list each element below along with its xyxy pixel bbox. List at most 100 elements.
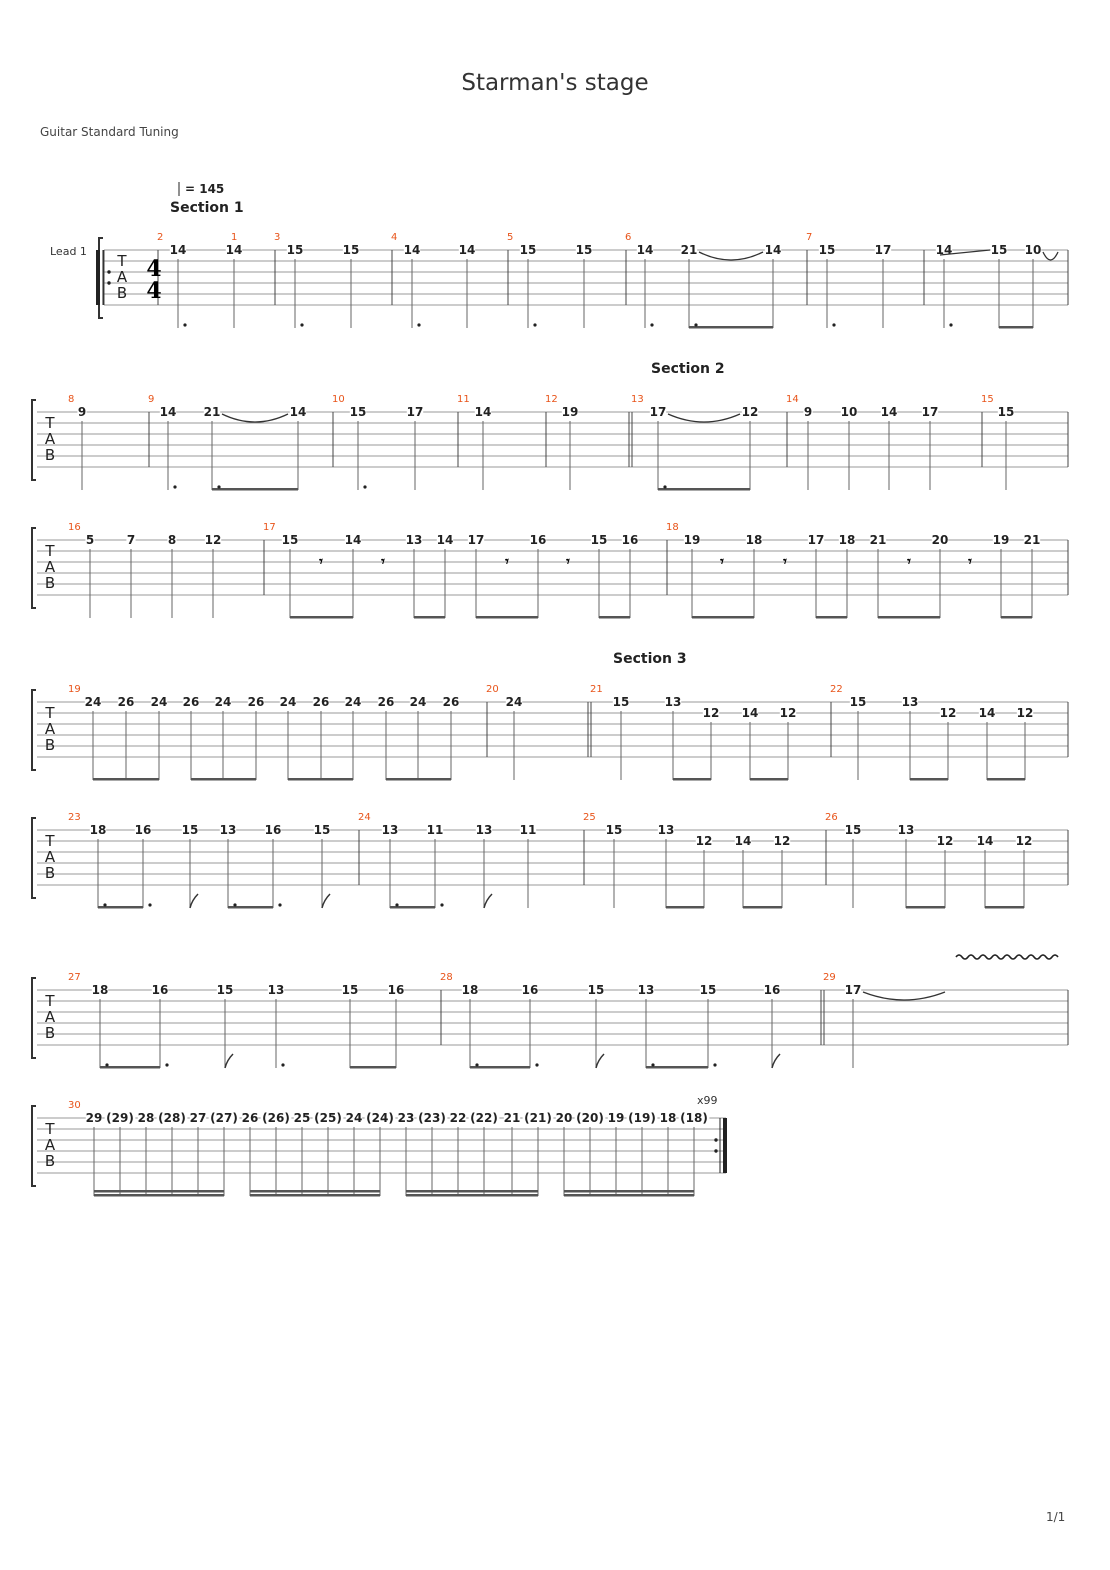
note-flag	[483, 893, 493, 909]
fret-number: 15	[282, 533, 299, 547]
fret-bg	[626, 1113, 658, 1124]
fret-number: 29	[86, 1111, 103, 1125]
tab-clef-letter: A	[117, 268, 128, 286]
eighth-rest: 𝄾	[719, 554, 724, 570]
tab-clef-letter: T	[44, 542, 55, 560]
tie-arc	[698, 251, 764, 261]
duration-dot	[650, 323, 654, 327]
fret-number: 17	[922, 405, 939, 419]
fret-bg	[342, 245, 360, 256]
duration-dot	[535, 1063, 539, 1067]
measure-number: 22	[830, 684, 843, 695]
fret-number: 14	[459, 243, 476, 257]
measure-number: 14	[786, 394, 799, 405]
fret-number: 20	[556, 1111, 573, 1125]
measure-number: 10	[332, 394, 345, 405]
fret-number: 24	[215, 695, 232, 709]
fret-number: 16	[764, 983, 781, 997]
fret-bg	[664, 697, 682, 708]
note-flag	[321, 893, 331, 909]
fret-bg	[461, 985, 479, 996]
note-flag	[224, 1053, 234, 1069]
fret-bg	[869, 535, 887, 546]
fret-bg	[699, 985, 717, 996]
repeat-dot	[714, 1149, 718, 1153]
fret-number: 14	[404, 243, 421, 257]
fret-bg	[406, 407, 424, 418]
fret-number: 12	[703, 706, 720, 720]
tab-clef-letter: A	[45, 848, 56, 866]
tab-clef-letter: B	[45, 736, 55, 754]
note-beam	[906, 906, 945, 909]
fret-number: 26	[313, 695, 330, 709]
tie-arc	[667, 413, 741, 423]
fret-number: 16	[530, 533, 547, 547]
measure-number: 8	[68, 394, 74, 405]
note-beam	[476, 616, 538, 619]
fret-number: 20	[932, 533, 949, 547]
fret-bg	[403, 245, 421, 256]
fret-number: 15	[991, 243, 1008, 257]
fret-bg	[874, 245, 892, 256]
tab-clef-letter: B	[45, 1152, 55, 1170]
fret-number: (22)	[470, 1111, 498, 1125]
note-beam	[987, 778, 1025, 781]
note-beam	[93, 778, 159, 781]
duration-dot	[300, 323, 304, 327]
duration-dot	[165, 1063, 169, 1067]
fret-bg	[293, 1113, 311, 1124]
fret-number: 13	[638, 983, 655, 997]
fret-number: 21	[1024, 533, 1041, 547]
fret-bg	[260, 1113, 292, 1124]
measure-number: 4	[391, 232, 397, 243]
fret-number: 11	[520, 823, 537, 837]
duration-dot	[363, 485, 367, 489]
fret-number: 14	[977, 834, 994, 848]
measure-number: 18	[666, 522, 679, 533]
fret-number: 13	[476, 823, 493, 837]
duration-dot	[651, 1063, 655, 1067]
fret-number: 14	[637, 243, 654, 257]
note-beam	[288, 778, 353, 781]
fret-number: 26	[248, 695, 265, 709]
duration-dot	[949, 323, 953, 327]
eighth-rest: 𝄾	[906, 554, 911, 570]
fret-number: 21	[870, 533, 887, 547]
note-flag	[189, 893, 199, 909]
fret-number: 24	[506, 695, 523, 709]
fret-bg	[702, 708, 720, 719]
fret-number: 17	[845, 983, 862, 997]
fret-bg	[745, 535, 763, 546]
fret-number: 7	[127, 533, 135, 547]
fret-number: 17	[808, 533, 825, 547]
note-beam	[666, 906, 704, 909]
fret-number: 14	[160, 405, 177, 419]
fret-number: 24	[345, 695, 362, 709]
measure-number: 3	[274, 232, 280, 243]
eighth-rest: 𝄾	[782, 554, 787, 570]
note-beam	[689, 326, 773, 329]
fret-bg	[345, 1113, 363, 1124]
fret-number: 12	[205, 533, 222, 547]
fret-bg	[695, 836, 713, 847]
note-beam	[999, 326, 1033, 329]
system-bracket	[31, 977, 36, 1059]
duration-dot	[233, 903, 237, 907]
fret-bg	[458, 245, 476, 256]
fret-number: 15	[520, 243, 537, 257]
fret-number: 17	[407, 405, 424, 419]
fret-bg	[377, 697, 395, 708]
note-beam	[390, 906, 435, 909]
fret-number: 19	[608, 1111, 625, 1125]
repeat-dot	[714, 1138, 718, 1142]
fret-bg	[286, 245, 304, 256]
fret-number: 15	[845, 823, 862, 837]
fret-number: 12	[696, 834, 713, 848]
tab-clef-letter: T	[44, 992, 55, 1010]
fret-bg	[818, 245, 836, 256]
slide-line	[939, 249, 991, 256]
measure-number: 29	[823, 972, 836, 983]
measure-number: 19	[68, 684, 81, 695]
fret-number: 13	[902, 695, 919, 709]
fret-bg	[159, 407, 177, 418]
